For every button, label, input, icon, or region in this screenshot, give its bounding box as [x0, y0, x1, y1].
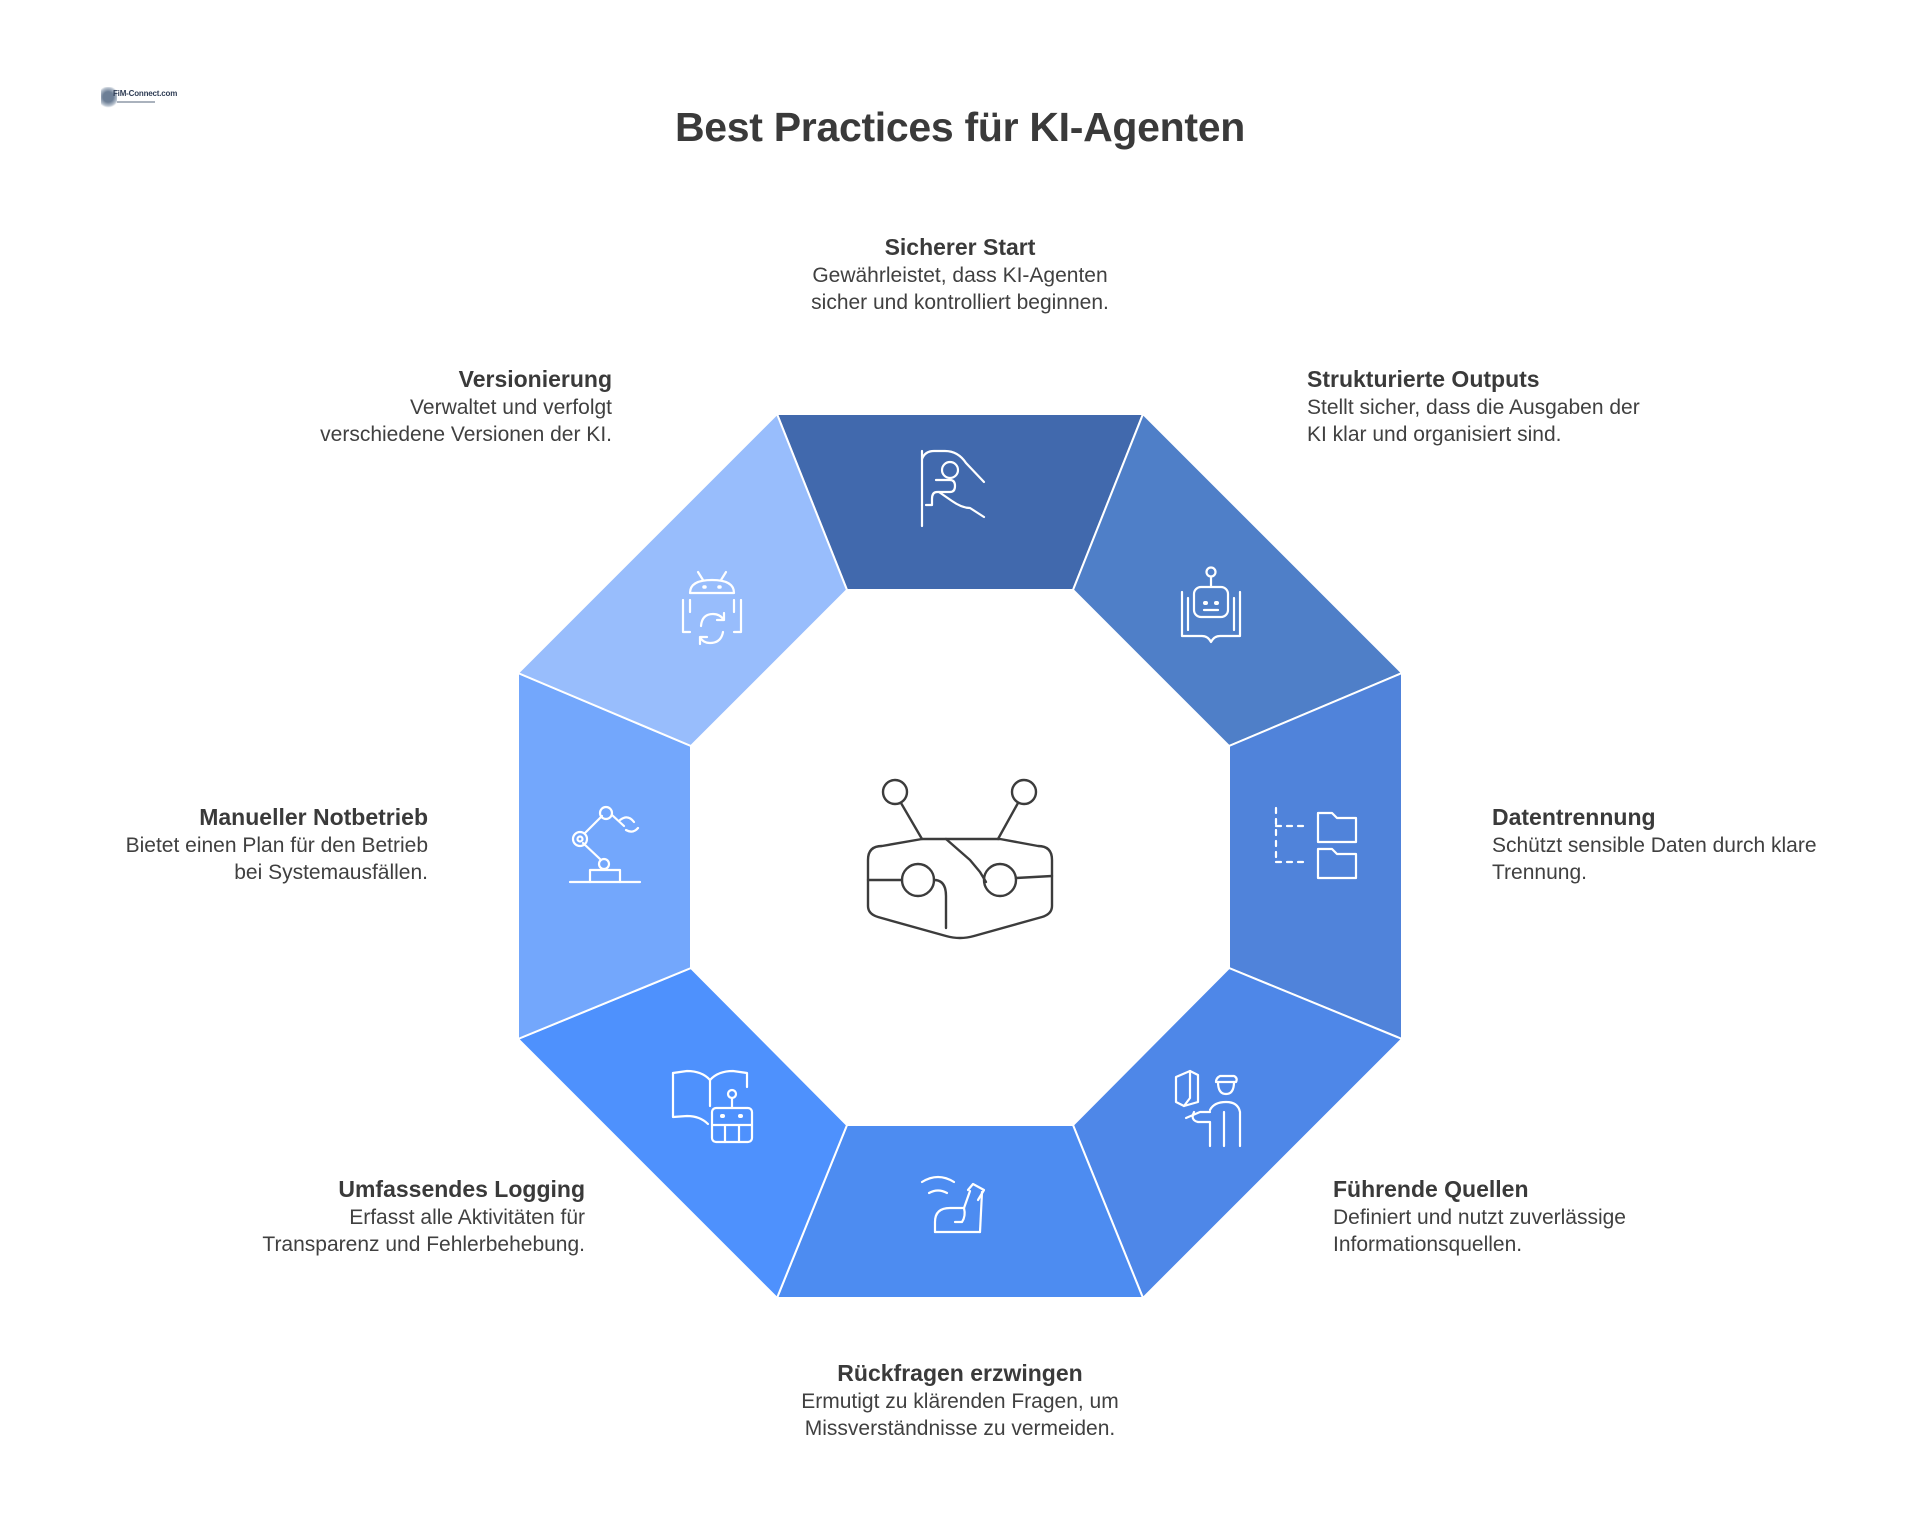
label-umfassendes-logging: Umfassendes Logging Erfasst alle Aktivit…	[165, 1176, 585, 1258]
label-datentrennung: Datentrennung Schützt sensible Daten dur…	[1492, 804, 1892, 886]
raised-hand-icon	[920, 1175, 986, 1234]
page-title: Best Practices für KI-Agenten	[674, 104, 1245, 150]
label-manueller-notbetrieb: Manueller Notbetrieb Bietet einen Plan f…	[20, 804, 428, 886]
logo-tagline-line	[117, 101, 155, 103]
robot-book-icon	[1180, 566, 1242, 644]
segment-description: Definiert und nutzt zuverlässige Informa…	[1333, 1206, 1626, 1256]
segment-title: Führende Quellen	[1333, 1176, 1529, 1202]
segment-title: Rückfragen erzwingen	[837, 1360, 1083, 1386]
folder-tree-icon	[1274, 806, 1358, 880]
segment-description: Ermutigt zu klärenden Fragen, um Missver…	[801, 1390, 1119, 1440]
label-fuehrende-quellen: Führende Quellen Definiert und nutzt zuv…	[1333, 1176, 1733, 1258]
segment-title: Manueller Notbetrieb	[199, 804, 428, 830]
logo-mark	[101, 87, 117, 109]
label-strukturierte-outputs: Strukturierte Outputs Stellt sicher, das…	[1307, 366, 1727, 448]
segment-title: Versionierung	[458, 366, 612, 392]
segment-description: Schützt sensible Daten durch klare Trenn…	[1492, 834, 1817, 884]
segment-title: Datentrennung	[1492, 804, 1656, 830]
ai-circuit-icon	[866, 778, 1054, 940]
logo-text: FiM-Connect.com	[113, 89, 178, 98]
label-versionierung: Versionierung Verwaltet und verfolgt ver…	[200, 366, 612, 448]
book-robot-icon	[671, 1069, 754, 1144]
guide-person-icon	[1174, 1069, 1242, 1148]
segment-description: Stellt sicher, dass die Ausgaben der KI …	[1307, 396, 1640, 446]
android-sync-icon	[681, 570, 743, 646]
segment-description: Gewährleistet, dass KI-Agenten sicher un…	[811, 264, 1109, 314]
hand-ear-icon	[920, 449, 986, 528]
segment-description: Erfasst alle Aktivitäten für Transparenz…	[262, 1206, 585, 1256]
segment-versionierung	[517, 413, 848, 747]
segment-title: Sicherer Start	[884, 234, 1036, 260]
label-rueckfragen-erzwingen: Rückfragen erzwingen Ermutigt zu klärend…	[735, 1360, 1185, 1442]
segment-title: Umfassendes Logging	[338, 1176, 585, 1202]
segment-description: Bietet einen Plan für den Betrieb bei Sy…	[125, 834, 428, 884]
segment-title: Strukturierte Outputs	[1307, 366, 1540, 392]
segment-description: Verwaltet und verfolgt verschiedene Vers…	[320, 396, 612, 446]
label-sicherer-start: Sicherer Start Gewährleistet, dass KI-Ag…	[760, 234, 1160, 316]
robot-arm-icon	[568, 805, 642, 884]
company-logo: FiM-Connect.com	[101, 86, 177, 112]
